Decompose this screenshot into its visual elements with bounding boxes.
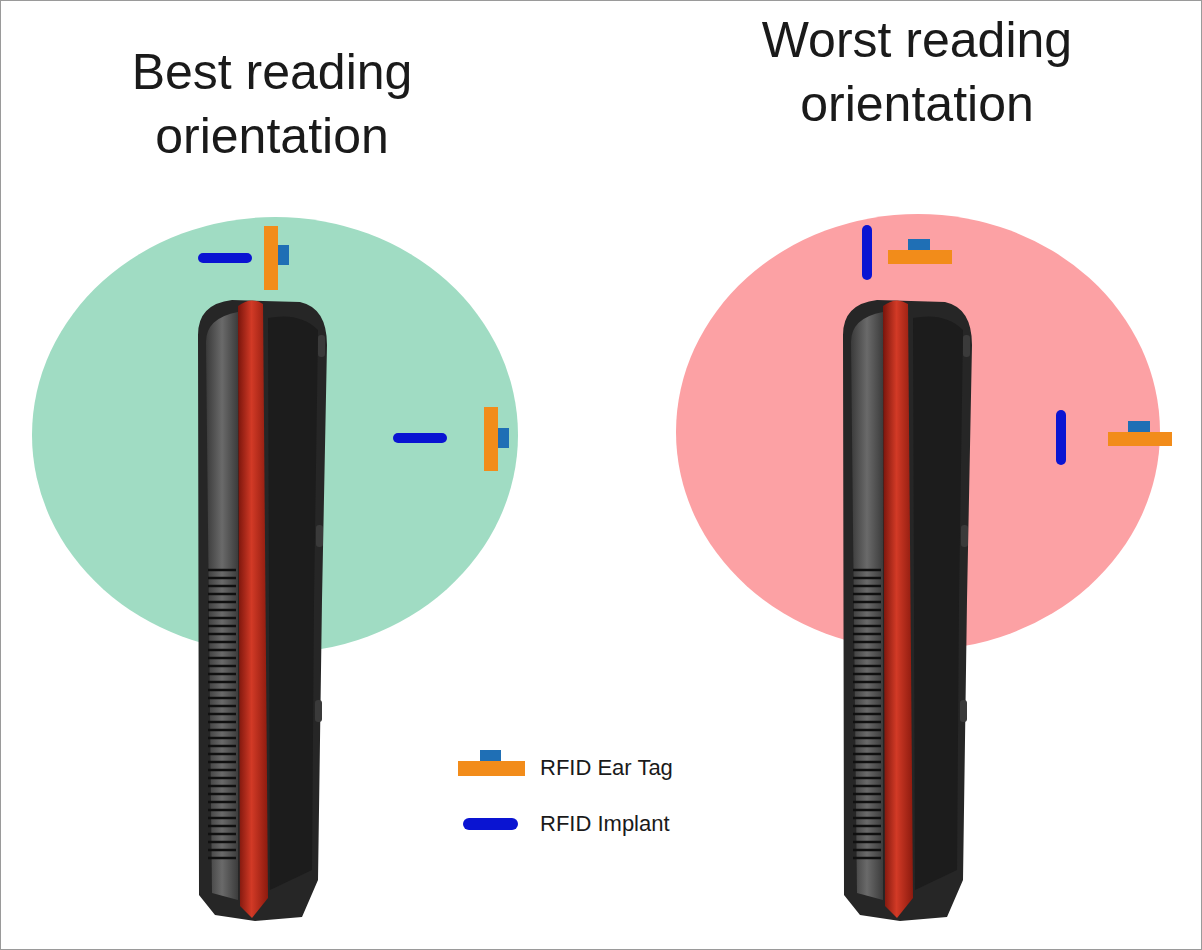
ear-tag-button [278,245,289,265]
ear-tag-icon [484,407,498,471]
legend-swatch [463,818,518,830]
panel-title: Worst reading orientation [707,8,1127,136]
ear-tag-icon [264,226,278,290]
implant-icon [862,225,872,280]
ear-tag-icon [888,250,952,264]
ear-tag-button [498,428,509,448]
implant-icon [393,433,447,443]
reader-device [198,300,327,921]
panel-title: Best reading orientation [62,40,482,168]
ear-tag-icon [1108,432,1172,446]
ear-tag-button [1128,421,1150,432]
ear-tag-button [908,239,930,250]
implant-icon [1056,410,1066,465]
implant-icon [198,253,252,263]
legend-label: RFID Implant [540,811,670,837]
legend-label: RFID Ear Tag [540,755,673,781]
reader-device [843,300,972,921]
legend-ear-tag-sample [458,761,525,776]
legend-ear-tag-sample [480,750,501,761]
